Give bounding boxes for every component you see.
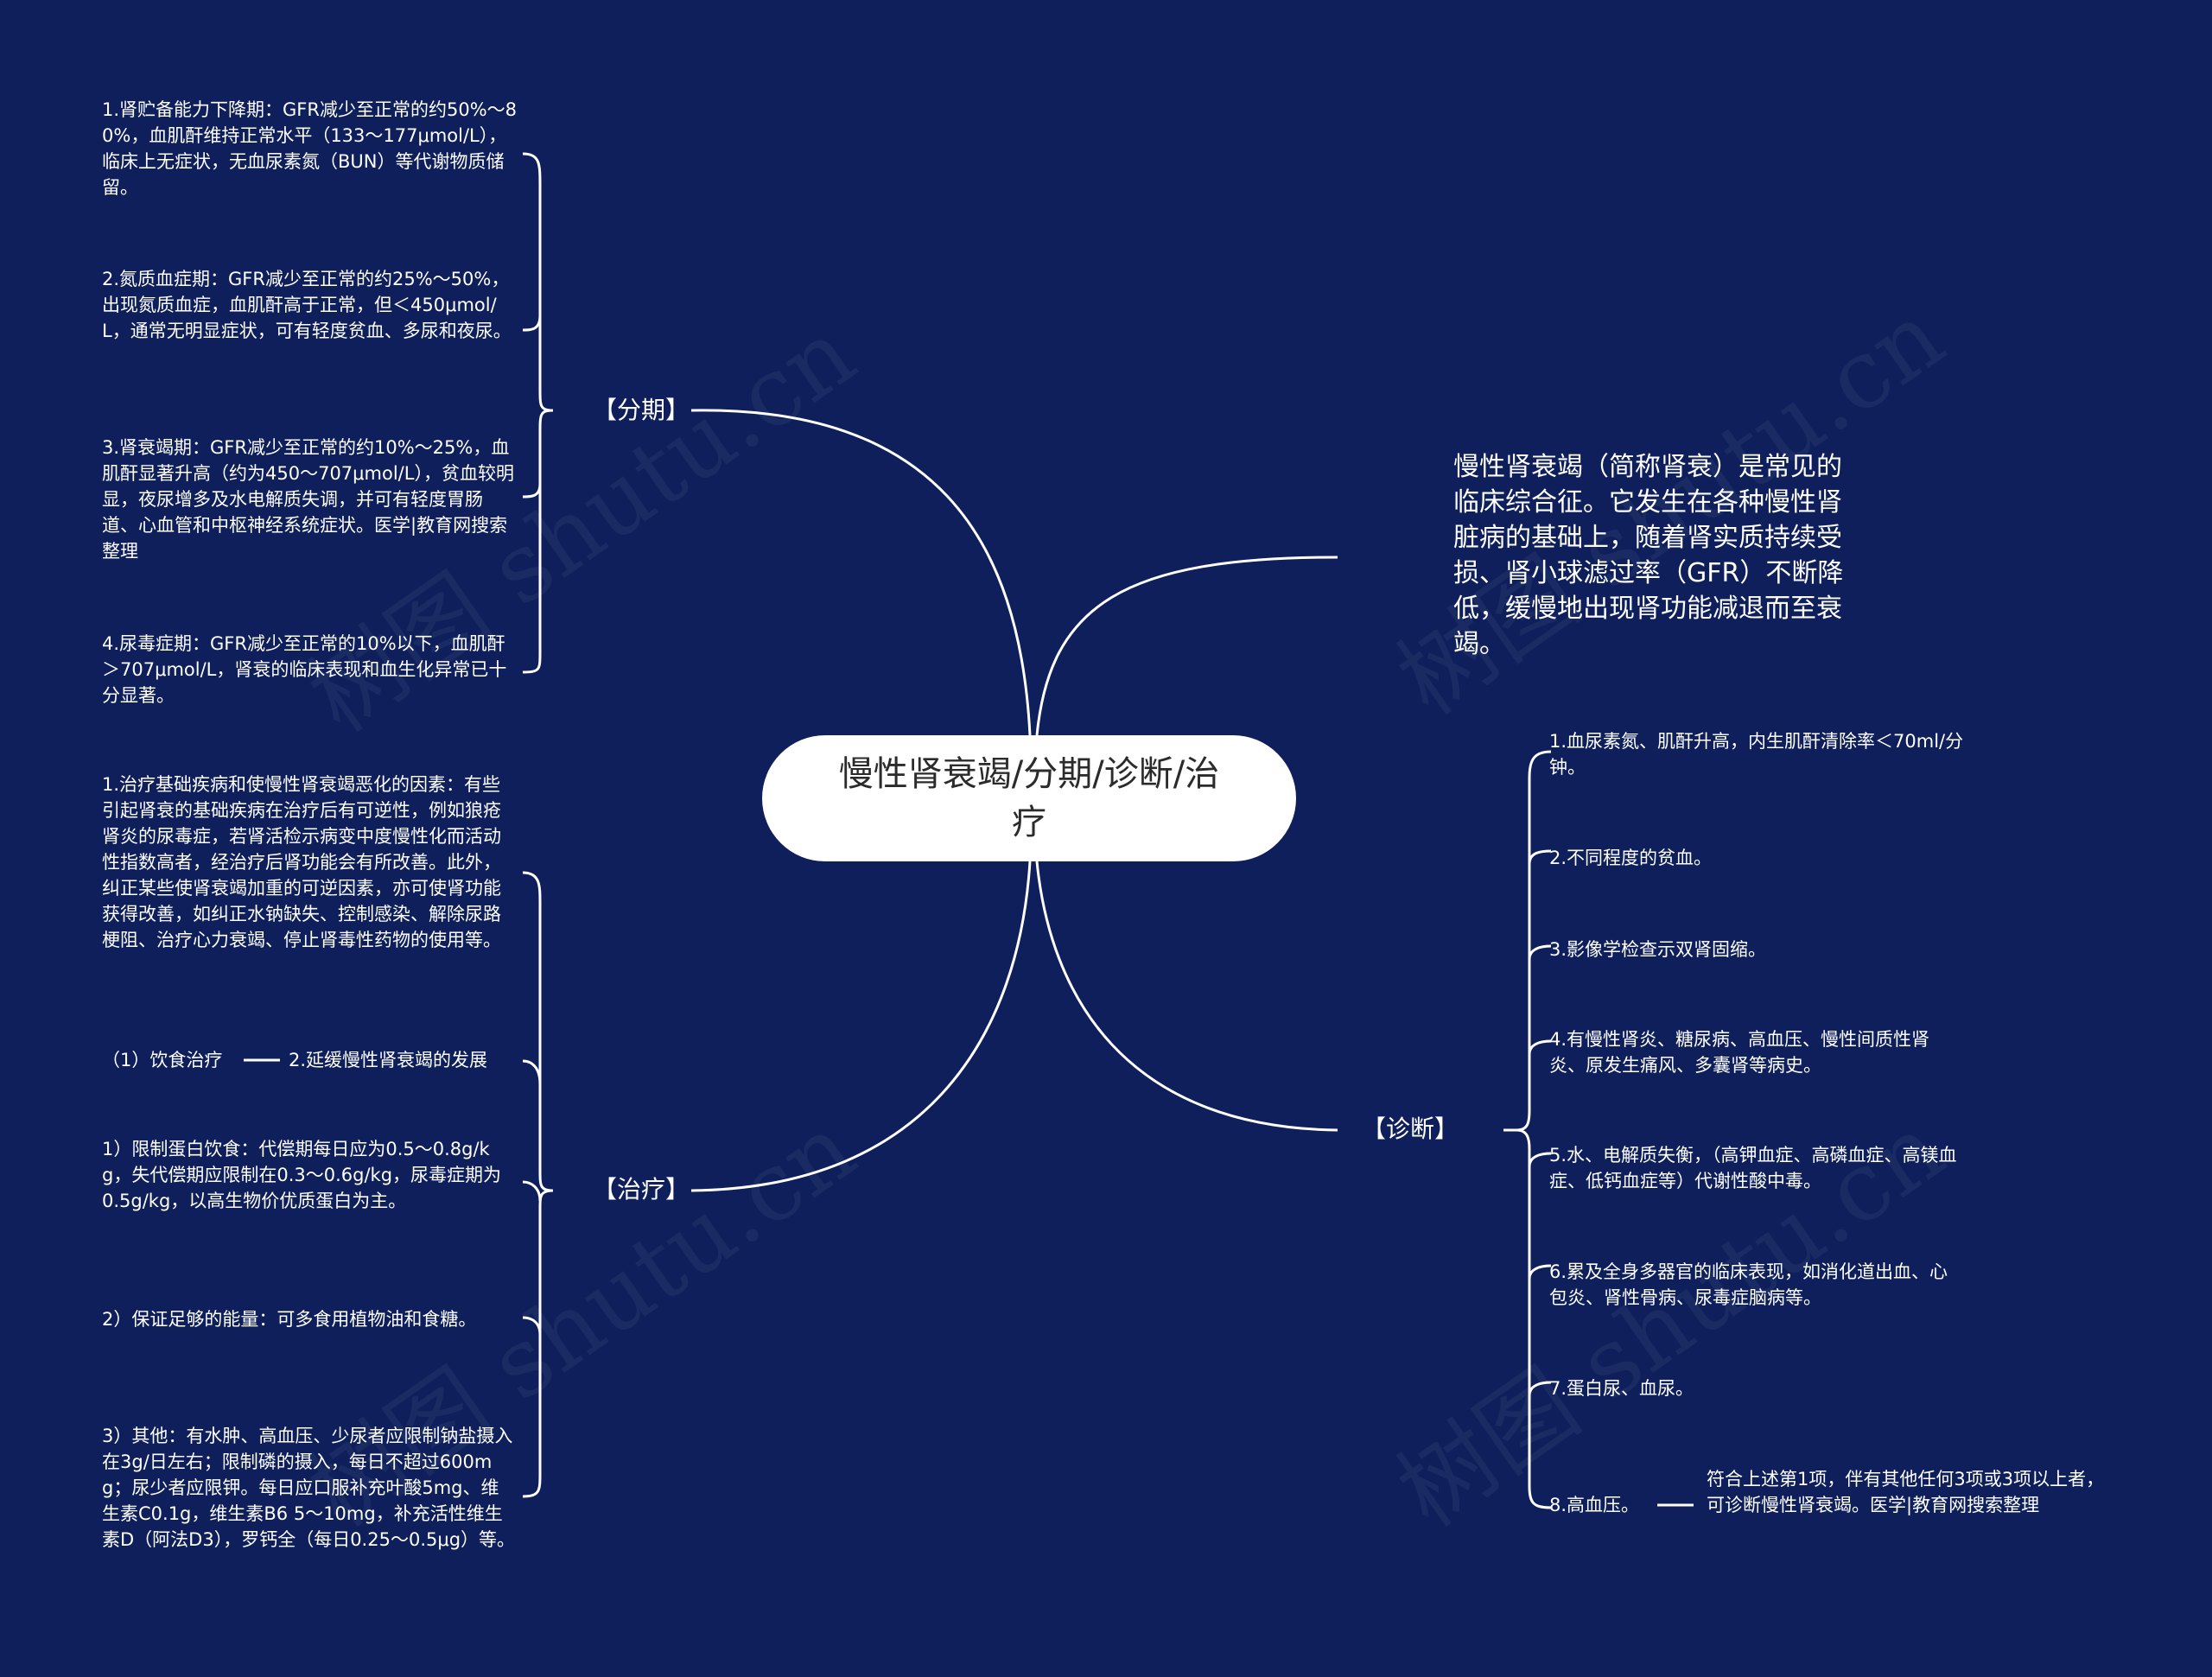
diagnosis-item-3[interactable]: 3.影像学检查示双肾固缩。 [1549,939,1767,960]
diagnosis-item-2[interactable]: 2.不同程度的贫血。 [1549,848,1713,868]
staging-item-2[interactable]: 2.氮质血症期：GFR减少至正常的约25%～50%，出现氮质血症，血肌酐高于正常… [102,269,512,341]
diagnosis-note[interactable]: 符合上述第1项，伴有其他任何3项或3项以上者，可诊断慢性肾衰竭。医学|教育网搜索… [1707,1469,2105,1515]
treatment-item-4[interactable]: 2）保证足够的能量：可多食用植物油和食糖。 [102,1309,477,1330]
diagnosis-item-8[interactable]: 8.高血压。 [1549,1495,1640,1515]
treatment-sub-item[interactable]: （1）饮食治疗 [102,1050,223,1070]
treatment-item-3[interactable]: 1）限制蛋白饮食：代偿期每日应为0.5～0.8g/kg，失代偿期应限制在0.3～… [102,1139,502,1211]
staging-item-1[interactable]: 1.肾贮备能力下降期：GFR减少至正常的约50%～80%，血肌酐维持正常水平（1… [102,99,518,198]
branch-diagnosis[interactable]: 【诊断】 [1362,1115,1459,1143]
branch-staging[interactable]: 【分期】 [593,396,690,424]
diagnosis-item-1[interactable]: 1.血尿素氮、肌酐升高，内生肌酐清除率＜70ml/分钟。 [1549,731,1964,778]
treatment-item-1[interactable]: 1.治疗基础疾病和使慢性肾衰竭恶化的因素：有些引起肾衰的基础疾病在治疗后有可逆性… [102,774,501,950]
branch-treatment[interactable]: 【治疗】 [593,1175,690,1204]
staging-item-4[interactable]: 4.尿毒症期：GFR减少至正常的10%以下，血肌酐＞707μmol/L，肾衰的临… [102,633,507,706]
diagnosis-item-7[interactable]: 7.蛋白尿、血尿。 [1549,1378,1694,1399]
diagnosis-item-5[interactable]: 5.水、电解质失衡，（高钾血症、高磷血症、高镁血症、低钙血症等）代谢性酸中毒。 [1549,1145,1957,1191]
staging-item-3[interactable]: 3.肾衰竭期：GFR减少至正常的约10%～25%，血肌酐显著升高（约为450～7… [102,437,514,562]
diagnosis-item-4[interactable]: 4.有慢性肾炎、糖尿病、高血压、慢性间质性肾炎、原发生痛风、多囊肾等病史。 [1549,1029,1930,1076]
central-topic[interactable]: 慢性肾衰竭/分期/诊断/治疗 [762,735,1296,861]
treatment-item-2[interactable]: 2.延缓慢性肾衰竭的发展 [289,1050,488,1070]
diagnosis-item-6[interactable]: 6.累及全身多器官的临床表现，如消化道出血、心包炎、肾性骨病、尿毒症脑病等。 [1549,1261,1948,1308]
intro-text[interactable]: 慢性肾衰竭（简称肾衰）是常见的临床综合征。它发生在各种慢性肾脏病的基础上，随着肾… [1453,452,1844,659]
treatment-item-5[interactable]: 3）其他：有水肿、高血压、少尿者应限制钠盐摄入在3g/日左右；限制磷的摄入，每日… [102,1426,516,1550]
